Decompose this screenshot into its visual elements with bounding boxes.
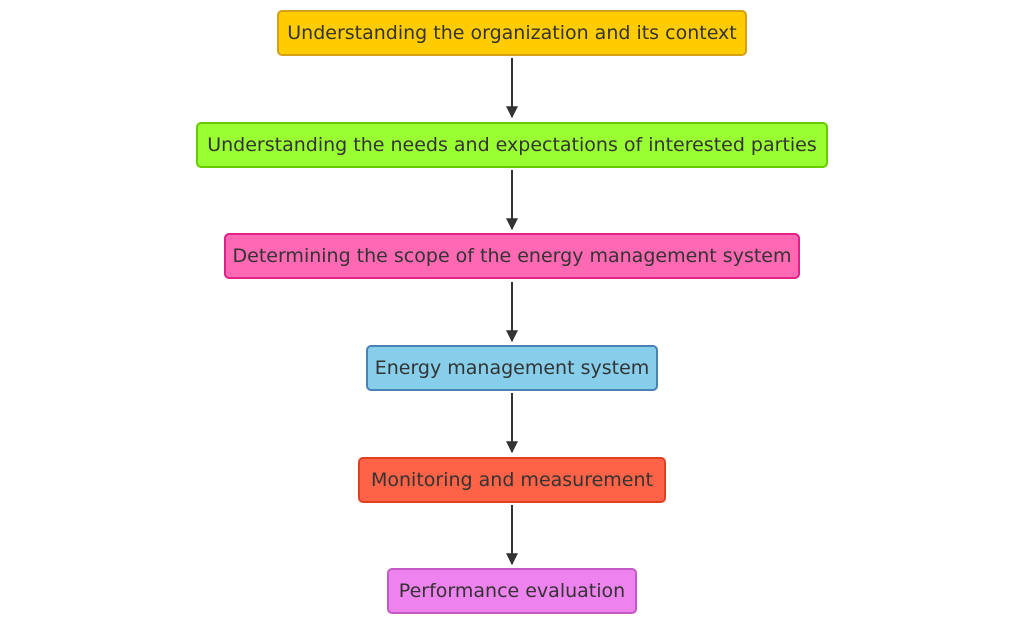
node-label: Energy management system [374, 357, 650, 379]
node-monitoring-measurement: Monitoring and measurement [358, 457, 666, 503]
node-organization-context: Understanding the organization and its c… [277, 10, 747, 56]
node-label: Determining the scope of the energy mana… [232, 245, 792, 267]
node-label: Monitoring and measurement [371, 469, 653, 491]
node-label: Performance evaluation [398, 580, 626, 602]
node-interested-parties: Understanding the needs and expectations… [196, 122, 828, 168]
node-scope-determination: Determining the scope of the energy mana… [224, 233, 800, 279]
node-label: Understanding the organization and its c… [287, 22, 737, 44]
node-label: Understanding the needs and expectations… [207, 134, 817, 156]
node-energy-management-system: Energy management system [366, 345, 658, 391]
node-performance-evaluation: Performance evaluation [387, 568, 637, 614]
